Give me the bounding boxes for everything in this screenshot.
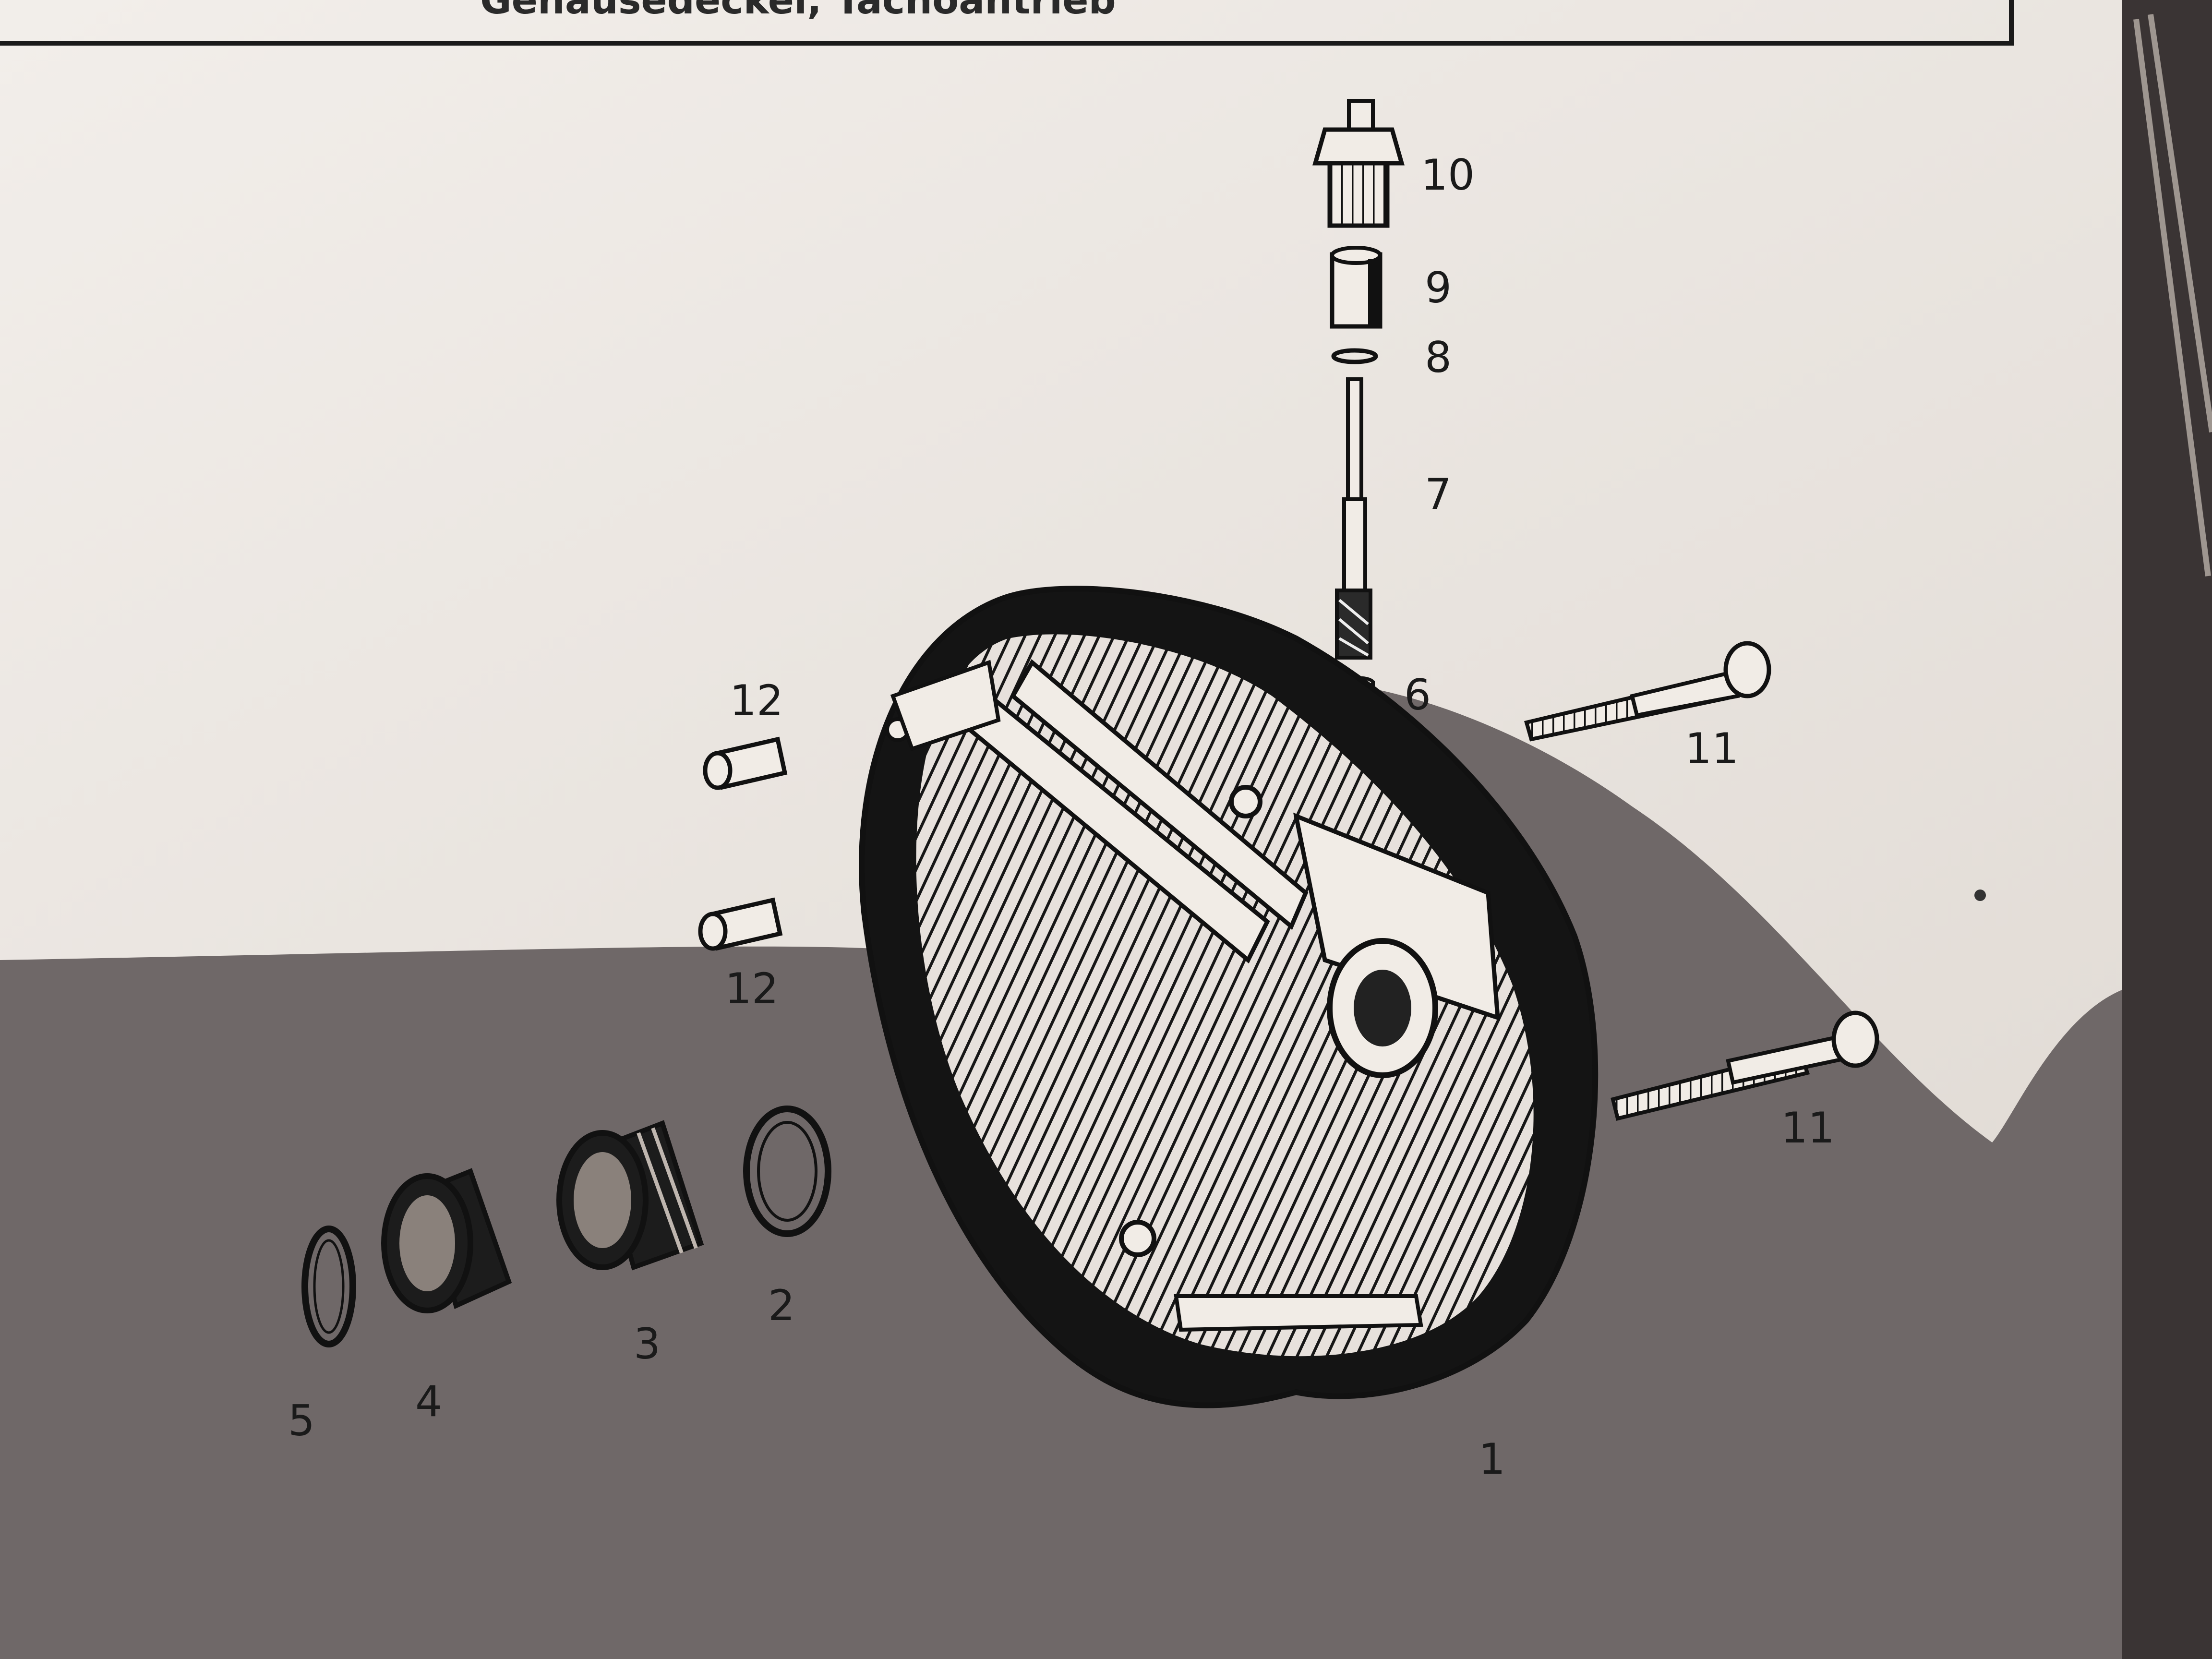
label-part-7: 7	[1425, 469, 1452, 519]
label-part-12-lower: 12	[725, 964, 779, 1013]
label-part-3: 3	[634, 1319, 661, 1369]
label-part-6: 6	[1404, 670, 1431, 720]
part-7-drive-shaft	[1335, 377, 1372, 660]
part-9-sleeve	[1330, 246, 1382, 329]
label-part-5: 5	[288, 1396, 315, 1445]
page-edge-lines	[2133, 14, 2212, 577]
header-box: Gehäusedeckel, Tachoantrieb	[0, 0, 2014, 46]
paper-lit-area	[0, 0, 2141, 1142]
label-part-4: 4	[415, 1377, 442, 1426]
label-part-10: 10	[1421, 150, 1475, 200]
label-part-9: 9	[1425, 263, 1452, 313]
label-part-8: 8	[1425, 333, 1452, 382]
label-part-2: 2	[768, 1281, 795, 1330]
part-10-fitting	[1312, 99, 1405, 228]
part-1-housing-cover	[859, 586, 1599, 1408]
part-11-screw-upper	[1524, 641, 1771, 742]
part-12-dowel-lower	[698, 897, 783, 951]
label-part-11-lower: 11	[1781, 1103, 1835, 1153]
paper-speck	[1974, 890, 1986, 901]
part-5-small-ring	[301, 1226, 356, 1347]
header-text: Gehäusedeckel, Tachoantrieb	[480, 0, 1116, 23]
label-part-11-upper: 11	[1685, 724, 1739, 773]
part-4-seal-holder	[381, 1168, 512, 1313]
part-8-washer	[1331, 348, 1378, 364]
label-part-1: 1	[1479, 1434, 1505, 1484]
part-12-dowel-upper	[703, 736, 788, 790]
part-2-gasket-ring	[743, 1106, 831, 1237]
label-part-12-upper: 12	[730, 676, 783, 725]
part-3-threaded-ring	[556, 1120, 704, 1271]
part-11-screw-lower	[1611, 1010, 1879, 1121]
